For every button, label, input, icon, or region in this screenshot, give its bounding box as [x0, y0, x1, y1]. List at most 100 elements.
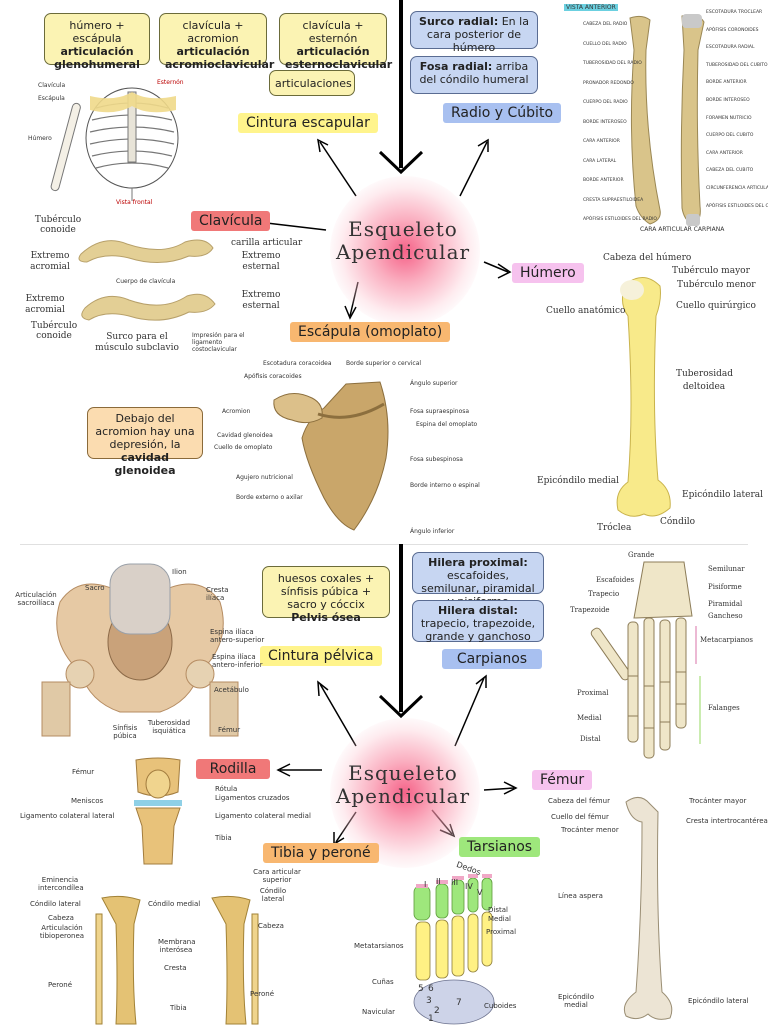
pel-isquiatica: Tuberosidad isquiática	[147, 719, 191, 735]
tib-cresta: Cresta	[164, 964, 187, 972]
radius-ulna-illustration	[629, 14, 705, 226]
hum-lateral: Epicóndilo lateral	[682, 490, 763, 500]
thorax-clavicula: Clavícula	[38, 82, 66, 89]
hum-menor: Tubérculo menor	[677, 280, 756, 290]
clavicle-illustration	[78, 239, 216, 321]
pelvis-illustration	[41, 563, 239, 737]
clav-conoide: Tubérculo conoide	[34, 215, 82, 235]
radio-right-label-8: CARA ANTERIOR	[706, 150, 743, 156]
hum-deltoidea: Tuberosidad deltoidea	[676, 369, 733, 392]
mano-distal: Distal	[580, 735, 601, 743]
mano-ganchoso: Gancheso	[708, 612, 743, 620]
note-cavidad-glenoidea: Debajo del acromion hay una depresión, l…	[87, 407, 203, 477]
hum-medial: Epicóndilo medial	[537, 476, 620, 486]
title-line-1: Esqueleto	[348, 217, 458, 241]
esc-acromion: Acromion	[222, 408, 251, 415]
rod-femur: Fémur	[72, 768, 95, 776]
tib-membrana: Membrana interósea	[158, 938, 196, 954]
mano-semilunar: Semilunar	[708, 565, 745, 573]
esc-apofisis: Apófisis coracoides	[244, 373, 302, 380]
radio-right-label-11: APÓFISIS ESTILOIDES DEL CUBITO	[706, 203, 768, 209]
note-surco-radial: Surco radial: En la cara posterior de hú…	[410, 11, 538, 54]
pie-numeral-0: I	[424, 880, 427, 889]
hum-cabeza: Cabeza del húmero	[603, 253, 692, 263]
hum-condilo: Cóndilo	[660, 517, 696, 527]
title-glow-top	[330, 176, 480, 326]
pel-acetabulo: Acetábulo	[214, 686, 249, 694]
fem-cuello: Cuello del fémur	[551, 813, 609, 821]
esc-interno: Borde interno o espinal	[410, 482, 480, 489]
fem-menor: Trocánter menor	[561, 826, 619, 834]
pie-numeral-3: IV	[465, 882, 473, 891]
rod-rotula: Rótula	[215, 785, 238, 793]
fem-mayor: Trocánter mayor	[689, 797, 747, 805]
mano-trapezoide: Trapezoide	[570, 606, 610, 614]
label-rodilla: Rodilla	[196, 759, 270, 779]
tib-perone: Peroné	[48, 981, 73, 989]
esc-espina: Espina del omoplato	[416, 421, 478, 428]
mano-trapecio: Trapecio	[588, 590, 620, 598]
radio-right-label-6: FORAMEN NUTRICIO	[706, 115, 752, 121]
rod-tibia: Tibia	[215, 834, 232, 842]
mano-piramidal: Piramidal	[708, 600, 743, 608]
radio-right-label-10: CIRCUNFERENCIA ARTICULAR	[706, 186, 768, 191]
hum-troclea: Tróclea	[597, 523, 632, 533]
pie-metatarsianos: Metatarsianos	[354, 942, 404, 950]
rod-col-med: Ligamento colateral medial	[215, 812, 311, 820]
pie-bone-number-1: 6	[428, 984, 434, 994]
radio-right-label-1: APÓFISIS CORONOIDES	[706, 27, 759, 33]
mano-metacarpianos: Metacarpianos	[700, 636, 753, 644]
note-esternoclavicular: clavícula + esternón articulación estern…	[279, 13, 392, 71]
title-line-1-bottom: Esqueleto	[348, 761, 458, 785]
esc-cavidad: Cavidad glenoidea	[217, 432, 273, 439]
radio-right-label-0: ESCOTADURA TROCLEAR	[706, 10, 763, 15]
pie-bone-number-4: 2	[434, 1006, 440, 1016]
pel-femur: Fémur	[218, 726, 241, 734]
esc-externo: Borde externo o axilar	[236, 494, 303, 501]
clav-acromial-2: Extremo acromial	[25, 294, 65, 315]
pel-sinfisis: Sínfisis púbica	[112, 724, 138, 740]
knee-illustration	[134, 757, 182, 865]
note-fosa-radial: Fosa radial: arriba del cóndilo humeral	[410, 56, 538, 94]
radio-left-label-1: CUELLO DEL RADIO	[583, 41, 627, 47]
pie-numeral-4: V	[477, 888, 483, 897]
label-carpianos: Carpianos	[442, 649, 542, 669]
thorax-humero: Húmero	[28, 135, 52, 142]
tib-perone-2: Peroné	[250, 990, 275, 998]
tib-condilo-lat: Cóndilo lateral	[259, 887, 287, 903]
label-radio-cubito: Radio y Cúbito	[443, 103, 562, 123]
pie-proximal: Proximal	[486, 928, 517, 936]
section-divider	[20, 544, 748, 545]
title-top: Esqueleto Apendicular	[318, 218, 488, 264]
hum-mayor: Tubérculo mayor	[672, 266, 750, 276]
fem-inter: Cresta intertrocantérea	[686, 817, 768, 825]
tib-artic: Articulación tibioperonea	[39, 924, 85, 940]
label-escapula: Escápula (omoplato)	[290, 322, 451, 342]
radio-left-label-9: CRESTA SUPRAESTILOIDEA	[583, 197, 644, 203]
hand-illustration	[590, 561, 701, 759]
label-cintura-escapular: Cintura escapular	[238, 113, 378, 133]
radio-right-label-4: BORDE ANTERIOR	[706, 80, 747, 86]
radio-right-label-5: BORDE INTEROSEO	[706, 98, 750, 103]
radio-left-label-2: TUBEROSIDAD DEL RADIO	[583, 61, 642, 66]
clav-acromial: Extremo acromial	[30, 251, 70, 272]
clav-conoide-2: Tubérculo conoide	[30, 321, 78, 341]
note-pelvis-osea: huesos coxales + sínfisis púbica + sacro…	[262, 566, 390, 624]
mano-grande: Grande	[628, 551, 655, 559]
title-line-2: Apendicular	[335, 240, 471, 264]
label-tarsianos: Tarsianos	[459, 837, 541, 857]
label-cintura-pelvica: Cintura pélvica	[260, 646, 382, 666]
pie-numeral-1: II	[436, 877, 441, 886]
scapula-illustration	[273, 381, 389, 531]
rod-cruzados: Ligamentos cruzados	[215, 794, 290, 802]
rod-col-lat: Ligamento colateral lateral	[20, 812, 115, 820]
pie-cuboides: Cuboides	[484, 1002, 517, 1010]
pel-sacroiliaca: Articulación sacroilíaca	[15, 591, 57, 607]
clav-esternal: Extremo esternal	[241, 251, 281, 272]
esc-escotadura: Escotadura coracoidea	[263, 360, 332, 367]
label-clavicula: Clavícula	[191, 211, 271, 231]
femur-illustration	[623, 797, 673, 1020]
title-line-2-bottom: Apendicular	[335, 784, 471, 808]
tib-cara: Cara articular superior	[253, 868, 301, 884]
pel-sacro: Sacro	[85, 584, 105, 592]
